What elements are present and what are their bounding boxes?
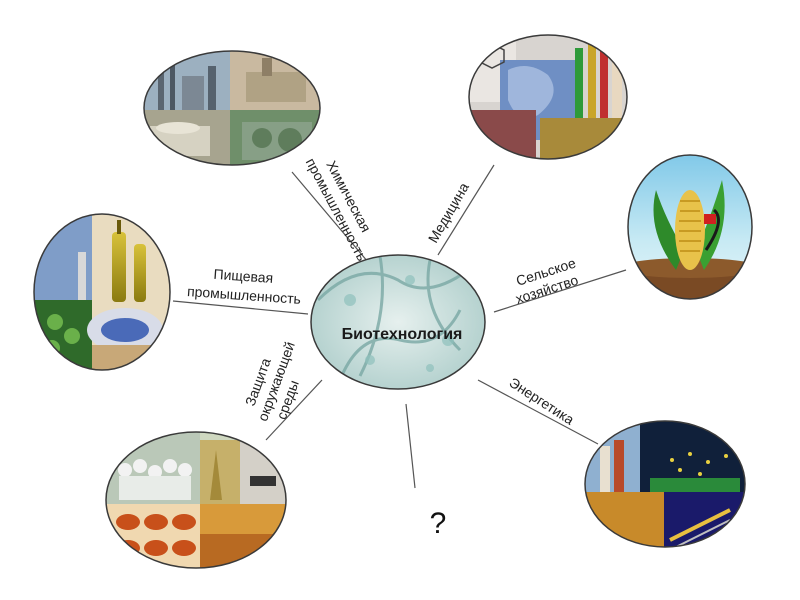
food-image-frame bbox=[33, 213, 171, 371]
biotech-center-frame bbox=[310, 254, 486, 390]
energy-image-frame bbox=[584, 420, 746, 548]
environment-image bbox=[105, 431, 287, 569]
label-chemical: Химическая промышленность bbox=[303, 147, 386, 263]
agriculture-image bbox=[627, 154, 753, 300]
biotech-center-image: Биотехнология bbox=[310, 254, 486, 390]
spoke-medicine bbox=[437, 164, 495, 256]
label-food: Пищевая промышленность bbox=[187, 264, 303, 307]
label-agriculture: Сельское хозяйство bbox=[508, 253, 586, 307]
energy-image bbox=[584, 420, 746, 548]
spoke-food bbox=[172, 300, 309, 315]
chemical-image-frame bbox=[143, 50, 321, 166]
center-label: Биотехнология bbox=[342, 326, 463, 343]
spokes bbox=[172, 164, 627, 489]
spoke-unknown bbox=[405, 403, 416, 489]
chemical-industry-image bbox=[143, 50, 321, 166]
label-environment: Защита окружающей среды bbox=[238, 330, 315, 429]
medicine-image bbox=[468, 34, 628, 160]
spoke-agriculture bbox=[493, 269, 627, 313]
unknown-field-mark: ? bbox=[430, 507, 447, 540]
spoke-chemical bbox=[291, 171, 369, 263]
spoke-environment bbox=[265, 379, 323, 441]
medicine-image-frame bbox=[468, 34, 628, 160]
spoke-energy bbox=[477, 379, 599, 445]
environment-image-frame bbox=[105, 431, 287, 569]
food-industry-image bbox=[33, 213, 171, 371]
agriculture-image-frame bbox=[627, 154, 753, 300]
